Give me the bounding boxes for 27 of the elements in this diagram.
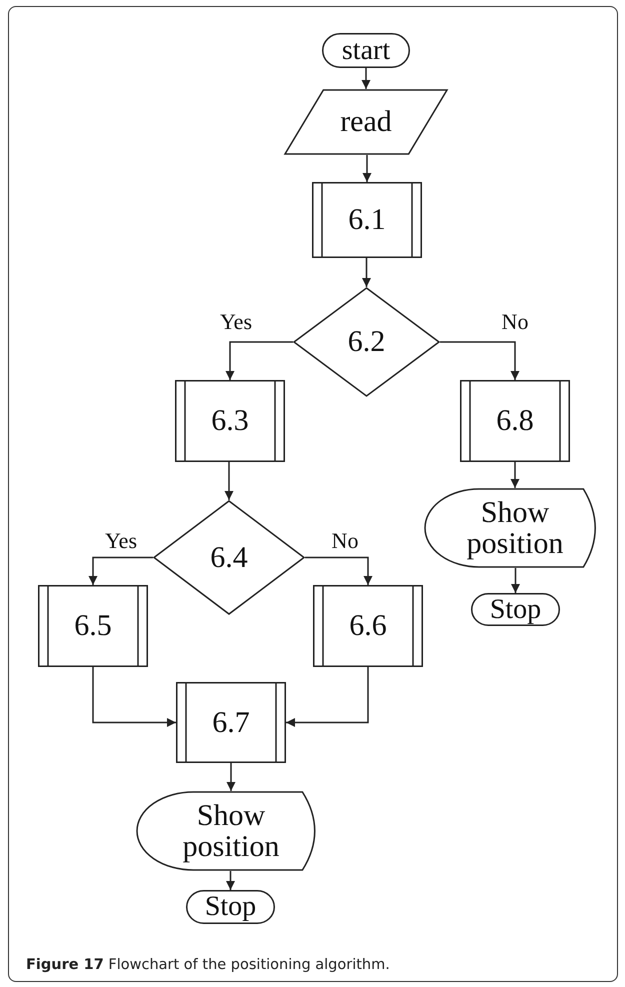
terminal-pill: start: [322, 33, 410, 68]
arrow: [362, 258, 371, 287]
subprocess-box: 6.6: [313, 585, 423, 667]
arrow: [92, 667, 176, 727]
arrow: [305, 556, 372, 585]
arrow: [440, 341, 520, 380]
arrow: [88, 556, 153, 585]
figure-caption: Figure 17 Flowchart of the positioning algorithm.: [26, 957, 390, 973]
arrow: [226, 341, 293, 380]
subprocess-box: 6.8: [460, 380, 570, 462]
arrow: [226, 763, 236, 791]
arrow: [226, 871, 235, 890]
arrow: [224, 462, 234, 500]
subprocess-box: 6.5: [38, 585, 148, 667]
arrow: [510, 462, 520, 488]
arrow: [286, 667, 369, 727]
arrow: [511, 568, 520, 593]
subprocess-box: 6.7: [176, 682, 286, 763]
terminal-pill: Stop: [186, 890, 275, 924]
arrow: [362, 68, 370, 89]
input-parallelogram: read: [284, 89, 448, 155]
arrow: [362, 155, 372, 182]
terminal-pill: Stop: [471, 593, 560, 626]
subprocess-box: 6.1: [312, 182, 422, 258]
subprocess-box: 6.3: [175, 380, 285, 462]
decision-diamond: 6.2: [293, 287, 440, 397]
decision-diamond: 6.4: [153, 500, 305, 615]
